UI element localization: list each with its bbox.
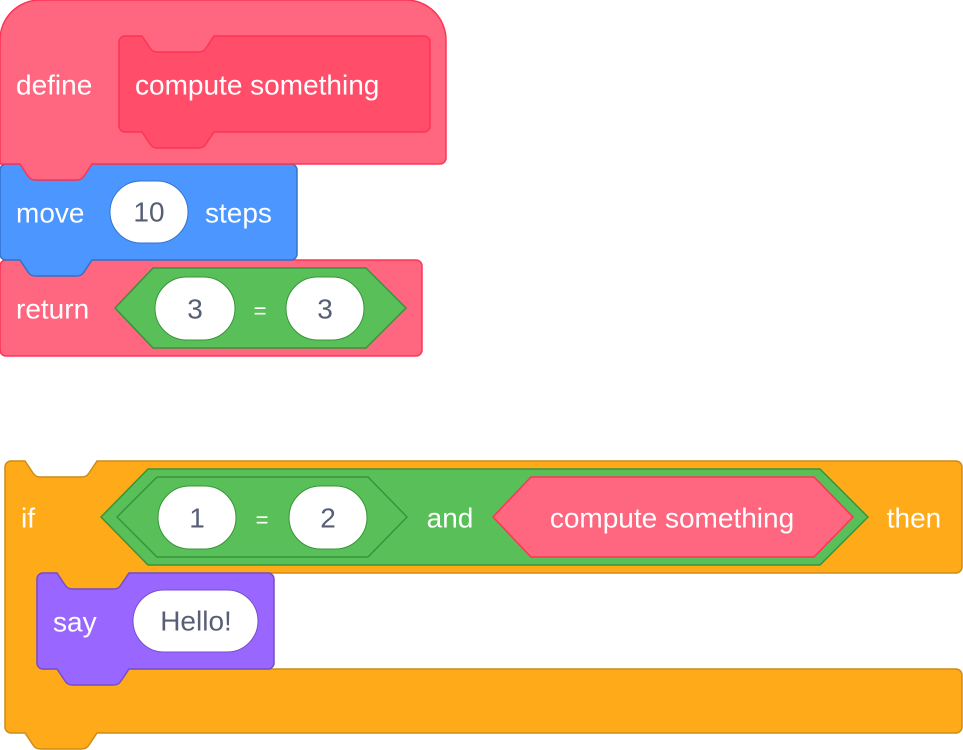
reporter-label: compute something: [550, 503, 794, 534]
return-block[interactable]: return 3 = 3: [0, 259, 423, 357]
steps-input[interactable]: [109, 180, 189, 244]
and-operator[interactable]: 1 = 2 and compute something: [99, 468, 870, 566]
return-label: return: [16, 294, 89, 325]
number-input[interactable]: [285, 276, 365, 341]
message-value: Hello!: [160, 606, 232, 637]
move-label: move: [16, 198, 84, 229]
define-label: define: [16, 70, 92, 101]
steps-value: 10: [133, 197, 164, 228]
number-value: 2: [320, 503, 336, 534]
number-value: 3: [317, 294, 333, 325]
then-label: then: [887, 503, 942, 534]
equals-operator[interactable]: 3 = 3: [113, 267, 408, 349]
define-block[interactable]: define compute something: [0, 0, 447, 181]
equals-label: =: [256, 508, 269, 533]
steps-label: steps: [205, 198, 272, 229]
equals-operator[interactable]: 1 = 2: [115, 476, 409, 558]
if-then-block[interactable]: if 1 = 2 and compute something then: [4, 460, 963, 750]
number-input[interactable]: [288, 485, 368, 550]
message-input[interactable]: [132, 589, 259, 653]
equals-label: =: [254, 299, 267, 324]
and-label: and: [427, 503, 474, 534]
if-label: if: [21, 503, 35, 534]
procedure-name: compute something: [135, 70, 379, 101]
number-input[interactable]: [154, 276, 236, 341]
compute-something-reporter[interactable]: compute something: [491, 476, 855, 558]
number-input[interactable]: [157, 485, 237, 550]
number-value: 3: [187, 294, 203, 325]
say-block[interactable]: say Hello!: [36, 572, 275, 686]
number-value: 1: [189, 503, 205, 534]
move-steps-block[interactable]: move 10 steps: [0, 163, 298, 277]
say-label: say: [53, 607, 97, 638]
procedure-prototype[interactable]: compute something: [118, 35, 431, 149]
